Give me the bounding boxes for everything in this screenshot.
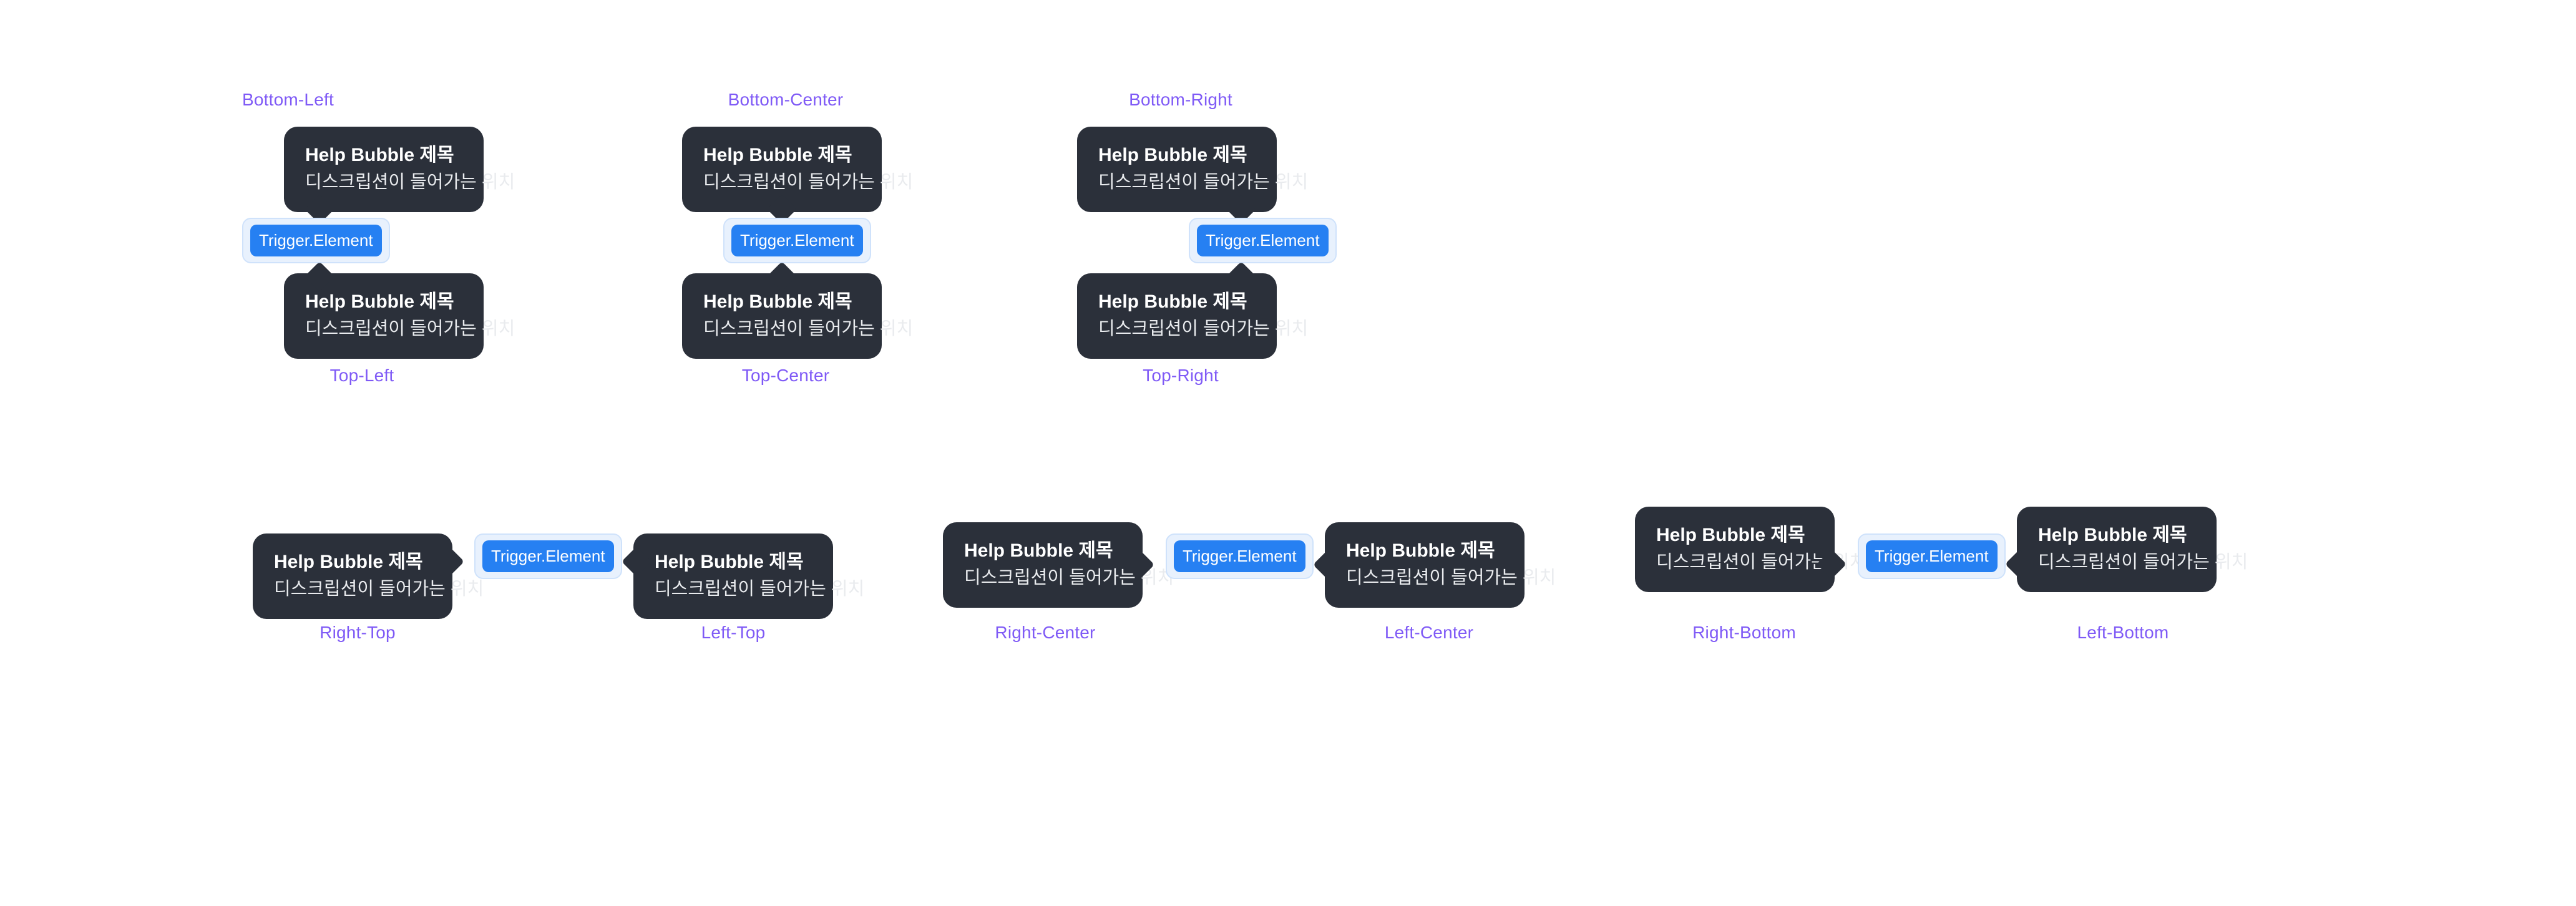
bubble-title: Help Bubble 제목 <box>274 552 423 572</box>
trigger-element-bottom-right[interactable]: Trigger.Element <box>1189 218 1337 263</box>
bubble-description: 디스크립션이 들어가는 위치 <box>2038 552 2248 572</box>
bubble-description: 디스크립션이 들어가는 위치 <box>703 319 914 339</box>
bubble-bottom-right: Help Bubble 제목 디스크립션이 들어가는 위치 <box>1077 127 1309 224</box>
bubble-description: 디스크립션이 들어가는 위치 <box>964 568 1174 588</box>
bubble-title: Help Bubble 제목 <box>1656 525 1805 545</box>
bubble-description: 디스크립션이 들어가는 위치 <box>703 172 914 192</box>
label-bottom-center: Bottom-Center <box>728 90 844 109</box>
bubble-title: Help Bubble 제목 <box>1098 291 1247 312</box>
trigger-element-bottom-center[interactable]: Trigger.Element <box>723 218 871 263</box>
trigger-element-horizontal-top[interactable]: Trigger.Element <box>474 533 622 579</box>
bubble-title: Help Bubble 제목 <box>703 291 852 312</box>
trigger-element-horizontal-center[interactable]: Trigger.Element <box>1166 533 1314 579</box>
bubble-left-bottom: Help Bubble 제목 디스크립션이 들어가는 위치 <box>2004 507 2248 592</box>
trigger-element-label[interactable]: Trigger.Element <box>1866 540 1998 572</box>
bubble-tail-up-icon <box>304 261 335 292</box>
bubble-description: 디스크립션이 들어가는 위치 <box>274 579 484 599</box>
label-right-center: Right-Center <box>995 623 1096 642</box>
bubble-title: Help Bubble 제목 <box>1346 540 1495 561</box>
bubble-description: 디스크립션이 들어가는 위치 <box>1098 319 1309 339</box>
bubble-left-top: Help Bubble 제목 디스크립션이 들어가는 위치 <box>621 533 865 619</box>
bubble-title: Help Bubble 제목 <box>2038 525 2187 545</box>
bubble-title: Help Bubble 제목 <box>655 552 804 572</box>
bubble-title: Help Bubble 제목 <box>1098 145 1247 165</box>
label-top-left: Top-Left <box>329 366 394 385</box>
trigger-element-label[interactable]: Trigger.Element <box>482 540 614 572</box>
bubble-description: 디스크립션이 들어가는 위치 <box>305 319 515 339</box>
bubble-description: 디스크립션이 들어가는 위치 <box>305 172 515 192</box>
bubble-right-top: Help Bubble 제목 디스크립션이 들어가는 위치 <box>253 533 484 619</box>
bubble-tail-up-icon <box>1226 261 1257 292</box>
label-top-right: Top-Right <box>1143 366 1219 385</box>
bubble-description: 디스크립션이 들어가는 위치 <box>1098 172 1309 192</box>
bubble-right-bottom: Help Bubble 제목 디스크립션이 들어가는 위치 <box>1635 507 1866 592</box>
bubble-top-right: Help Bubble 제목 디스크립션이 들어가는 위치 <box>1077 261 1309 359</box>
bubble-right-center: Help Bubble 제목 디스크립션이 들어가는 위치 <box>943 522 1174 608</box>
label-top-center: Top-Center <box>741 366 830 385</box>
bubble-left-center: Help Bubble 제목 디스크립션이 들어가는 위치 <box>1312 522 1556 608</box>
bubble-description: 디스크립션이 들어가는 위치 <box>1346 568 1556 588</box>
bubble-top-center: Help Bubble 제목 디스크립션이 들어가는 위치 <box>682 261 914 359</box>
bubble-tail-left-icon <box>1312 550 1344 580</box>
label-right-bottom: Right-Bottom <box>1692 623 1796 642</box>
label-bottom-right: Bottom-Right <box>1129 90 1232 109</box>
bubble-tail-up-icon <box>766 261 798 292</box>
trigger-element-label[interactable]: Trigger.Element <box>1197 225 1329 256</box>
trigger-element-label[interactable]: Trigger.Element <box>1174 540 1305 572</box>
label-left-top: Left-Top <box>701 623 766 642</box>
trigger-element-label[interactable]: Trigger.Element <box>731 225 863 256</box>
label-left-bottom: Left-Bottom <box>2077 623 2169 642</box>
bubble-title: Help Bubble 제목 <box>305 145 454 165</box>
trigger-element-horizontal-bottom[interactable]: Trigger.Element <box>1858 533 2006 579</box>
label-left-center: Left-Center <box>1384 623 1474 642</box>
bubble-bottom-center: Help Bubble 제목 디스크립션이 들어가는 위치 <box>682 127 914 224</box>
bubble-tail-left-icon <box>621 546 652 577</box>
bubble-title: Help Bubble 제목 <box>964 540 1113 561</box>
trigger-element-label[interactable]: Trigger.Element <box>250 225 382 256</box>
bubble-tail-right-icon <box>434 546 465 577</box>
bubble-description: 디스크립션이 들어가는 위치 <box>655 579 865 599</box>
bubble-title: Help Bubble 제목 <box>305 291 454 312</box>
bubble-bottom-left: Help Bubble 제목 디스크립션이 들어가는 위치 <box>284 127 515 224</box>
label-bottom-left: Bottom-Left <box>242 90 334 109</box>
bubble-tail-left-icon <box>2004 548 2036 579</box>
bubble-description: 디스크립션이 들어가는 위치 <box>1656 552 1866 572</box>
bubble-title: Help Bubble 제목 <box>703 145 852 165</box>
label-right-top: Right-Top <box>320 623 396 642</box>
trigger-element-bottom-left[interactable]: Trigger.Element <box>242 218 390 263</box>
bubble-top-left: Help Bubble 제목 디스크립션이 들어가는 위치 <box>284 261 515 359</box>
